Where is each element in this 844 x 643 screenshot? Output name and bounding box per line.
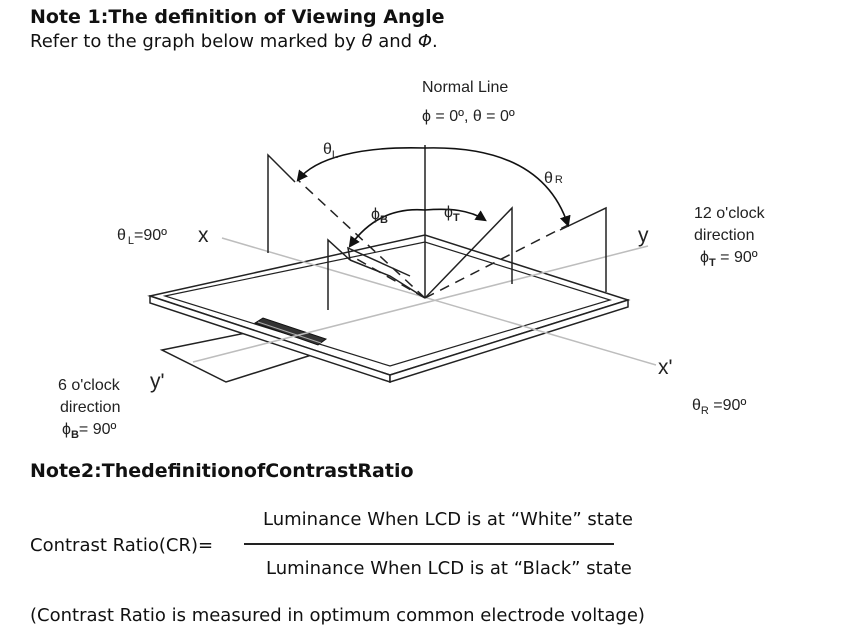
note1-subtitle: Refer to the graph below marked by θ and…: [30, 31, 438, 52]
axes: [192, 237, 657, 366]
viewing-planes: [267, 153, 607, 310]
twelve-oclock-direction: direction: [694, 227, 754, 244]
y-prime-axis-label: y': [150, 370, 165, 393]
note1-title: Note 1:The definition of Viewing Angle: [30, 6, 445, 28]
theta-r-right-label: θR =90º: [692, 397, 746, 417]
normal-values-label: ϕ = 0º, θ = 0º: [422, 108, 515, 125]
subtitle-pre: Refer to the graph below marked by: [30, 31, 362, 52]
phi-t-right-label: ϕT = 90º: [700, 249, 758, 269]
twelve-oclock-label: 12 o'clock: [694, 205, 766, 222]
fraction-bar: [244, 543, 614, 545]
phi-t-label: ϕT: [444, 204, 460, 224]
phi-symbol: Φ: [417, 31, 432, 52]
subtitle-mid: and: [372, 31, 418, 52]
angle-arcs: [296, 146, 571, 248]
cr-numerator: Luminance When LCD is at “White” state: [263, 509, 634, 530]
six-oclock-label: 6 o'clock: [58, 377, 121, 394]
phi-b-label: ϕB: [371, 206, 388, 226]
measure-note: (Contrast Ratio is measured in optimum c…: [30, 605, 645, 626]
contrast-ratio-label: Contrast Ratio(CR)=: [30, 535, 214, 556]
phi-b-left-label: ϕB= 90º: [62, 421, 117, 441]
connector-strip: [253, 317, 328, 346]
view-lines: [297, 179, 569, 299]
six-oclock-direction: direction: [60, 399, 120, 416]
cr-denominator: Luminance When LCD is at “Black” state: [266, 558, 632, 579]
normal-line-label: Normal Line: [422, 79, 508, 96]
subtitle-post: .: [432, 31, 438, 52]
lcd-panel: [147, 234, 631, 384]
note2-title: Note2:ThedefinitionofContrastRatio: [30, 460, 414, 482]
x-prime-axis-label: x': [658, 356, 673, 379]
theta-l-top-label: θL: [323, 141, 338, 161]
y-axis-label: y: [638, 224, 649, 247]
x-axis-label: x: [198, 224, 209, 247]
theta-symbol: θ: [361, 31, 373, 52]
